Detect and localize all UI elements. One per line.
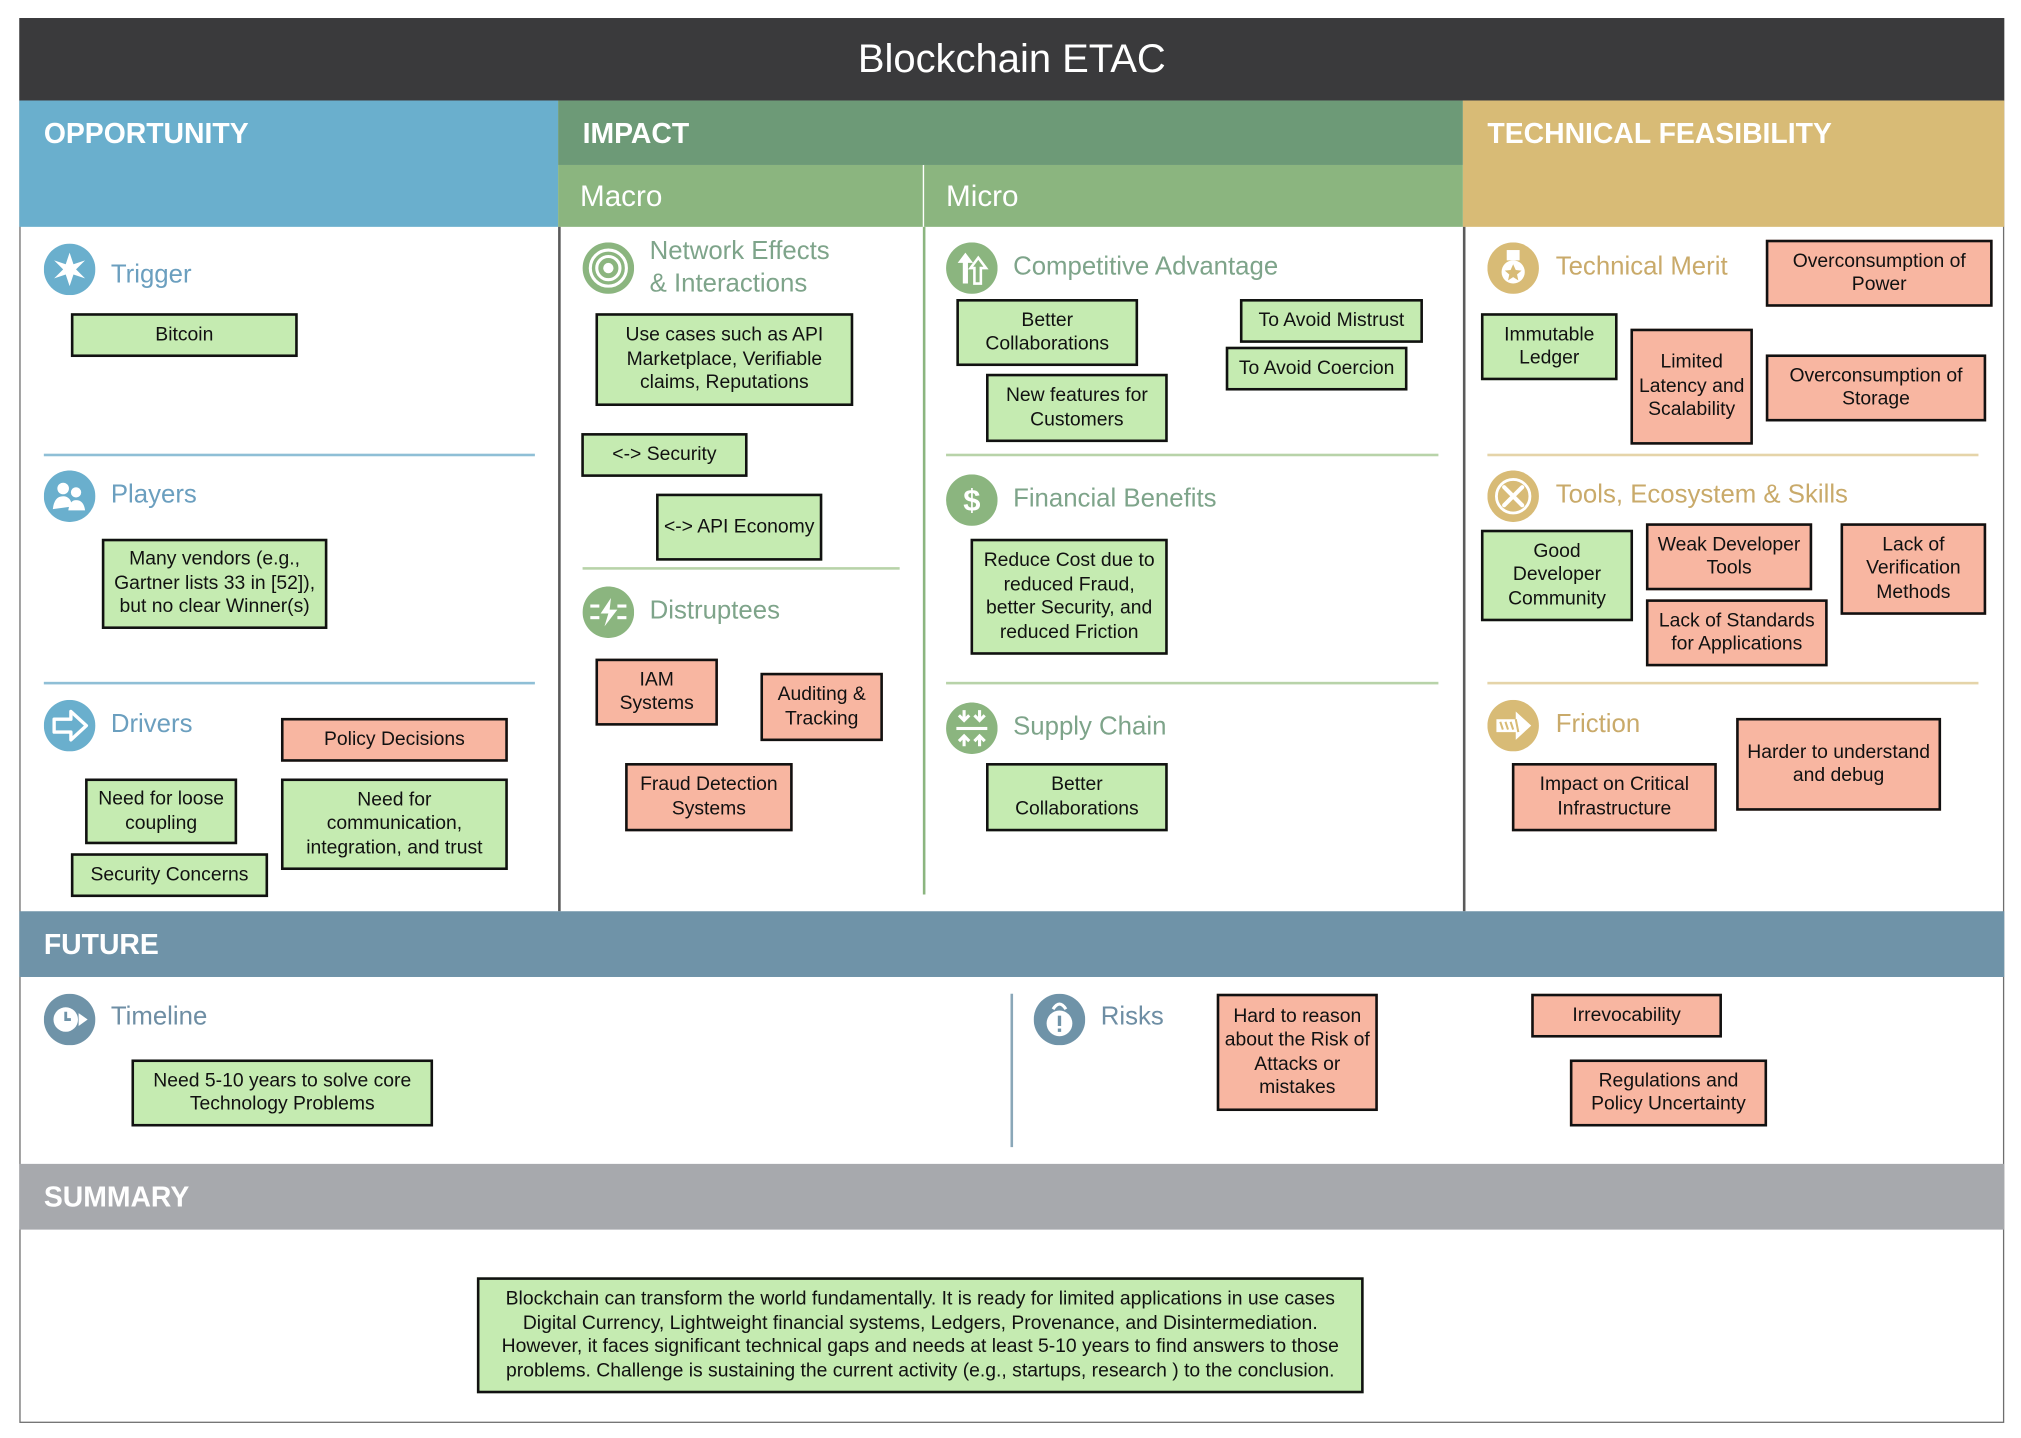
competitive-item: New features for Customers (986, 373, 1168, 443)
competitive-item: Better Collaborations (956, 299, 1139, 367)
merit-negative-item: Limited Latency and Scalability (1630, 328, 1753, 445)
supply-title: Supply Chain (1013, 712, 1167, 742)
macro-micro-divider (922, 226, 925, 895)
section-divider (946, 453, 1439, 456)
competitive-item: To Avoid Coercion (1225, 346, 1408, 391)
merit-item: Immutable Ledger (1480, 313, 1618, 381)
financial-title: Financial Benefits (1013, 484, 1217, 513)
micro-subheader: Micro (924, 164, 1463, 227)
drivers-item: Need for loose coupling (85, 778, 238, 845)
financial-item: Reduce Cost due to reduced Fraud, better… (970, 538, 1168, 655)
supply-item: Better Collaborations (986, 763, 1168, 832)
network-item: <-> API Economy (656, 493, 823, 561)
section-divider (43, 453, 535, 456)
section-divider (1487, 681, 1979, 684)
star-burst-icon (43, 243, 96, 296)
future-divider (1010, 993, 1013, 1148)
network-title-line1: Network Effects (649, 237, 830, 266)
section-divider (582, 567, 900, 570)
friction-negative-item: Impact on Critical Infrastructure (1511, 763, 1717, 832)
merit-negative-item: Overconsumption of Power (1765, 239, 1993, 307)
macro-subheader: Macro (558, 164, 923, 227)
network-circles-icon (582, 242, 635, 294)
risk-bulb-icon (1033, 993, 1086, 1046)
arrow-right-icon (43, 699, 96, 752)
column-divider (558, 226, 561, 912)
summary-header: SUMMARY (19, 1163, 2005, 1230)
timeline-title: Timeline (110, 1002, 208, 1032)
tools-negative-item: Lack of Standards for Applications (1645, 599, 1828, 667)
players-item: Many vendors (e.g., Gartner lists 33 in … (101, 538, 328, 629)
drivers-title: Drivers (110, 710, 193, 739)
svg-text:$: $ (963, 482, 980, 517)
section-divider (43, 681, 535, 684)
tools-negative-item: Weak Developer Tools (1645, 523, 1813, 591)
up-arrows-icon (946, 242, 998, 294)
disruptees-item: IAM Systems (595, 658, 718, 726)
medal-icon (1487, 242, 1539, 294)
players-title: Players (110, 480, 197, 510)
trigger-title: Trigger (110, 260, 192, 289)
risks-negative-item: Regulations and Policy Uncertainty (1569, 1059, 1768, 1127)
impact-header: IMPACT (558, 100, 1463, 165)
subheader-divider (922, 164, 925, 227)
friction-negative-item: Harder to understand and debug (1736, 717, 1942, 811)
drivers-negative-item: Policy Decisions (280, 717, 508, 762)
column-divider (1462, 226, 1465, 912)
drivers-item: Security Concerns (70, 853, 269, 898)
dollar-icon: $ (946, 474, 998, 526)
network-item: <-> Security (581, 433, 748, 477)
summary-text: Blockchain can transform the world funda… (476, 1277, 1364, 1394)
competitive-title: Competitive Advantage (1013, 252, 1279, 281)
network-title-line2: & Interactions (649, 269, 808, 298)
trigger-item: Bitcoin (70, 313, 298, 358)
lightning-icon (582, 586, 635, 639)
future-header: FUTURE (19, 911, 2005, 977)
competitive-item: To Avoid Mistrust (1239, 299, 1423, 343)
page-title: Blockchain ETAC (19, 18, 2005, 101)
tools-title: Tools, Ecosystem & Skills (1555, 480, 1848, 510)
section-divider (946, 681, 1439, 684)
tools-negative-item: Lack of Verification Methods (1840, 523, 1987, 615)
disruptees-title: Distruptees (649, 596, 780, 626)
section-divider (1487, 453, 1979, 456)
risks-negative-item: Hard to reason about the Risk of Attacks… (1216, 993, 1378, 1112)
timeline-item: Need 5-10 years to solve core Technology… (131, 1059, 434, 1127)
risks-title: Risks (1100, 1002, 1164, 1032)
merit-title: Technical Merit (1555, 252, 1728, 281)
feasibility-header: TECHNICAL FEASIBILITY (1462, 100, 2005, 227)
network-item: Use cases such as API Marketplace, Verif… (595, 313, 854, 407)
disruptees-item: Fraud Detection Systems (625, 763, 793, 832)
drivers-item: Need for communication, integration, and… (280, 778, 508, 871)
risks-negative-item: Irrevocability (1531, 993, 1722, 1038)
people-icon (43, 470, 96, 523)
merit-negative-item: Overconsumption of Storage (1765, 354, 1987, 422)
disruptees-item: Auditing & Tracking (760, 672, 883, 742)
opportunity-header: OPPORTUNITY (19, 100, 559, 227)
friction-arrow-icon (1487, 699, 1539, 752)
friction-title: Friction (1555, 710, 1641, 739)
tools-item: Good Developer Community (1480, 529, 1634, 622)
clock-arrow-icon (43, 993, 96, 1046)
tools-icon (1487, 470, 1539, 523)
converge-arrows-icon (946, 702, 998, 755)
